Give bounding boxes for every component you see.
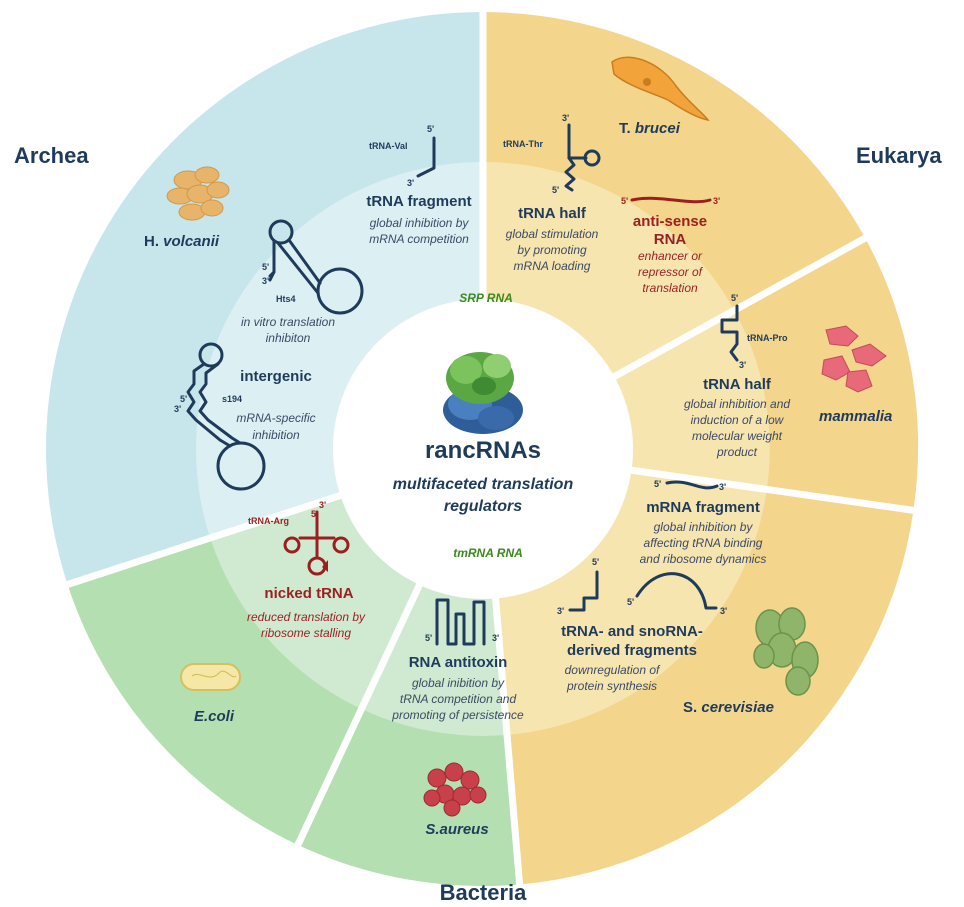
trna-half-thr-title: tRNA half (518, 205, 587, 222)
rna-antitoxin-desc-2: tRNA competition and (400, 692, 517, 706)
intergenic-title: intergenic (240, 368, 312, 385)
center-circle (333, 299, 633, 599)
trna-half-thr-desc-2: by promoting (517, 243, 587, 257)
trna-snorna-3prime-b: 3' (720, 606, 727, 616)
domain-eukarya: Eukarya (856, 143, 942, 168)
trna-val-structure: tRNA-Val 5' 3' (369, 124, 436, 188)
h-volcanii-cells-icon (166, 166, 230, 221)
trna-pro-structure: 5' 3' tRNA-Pro (720, 293, 788, 370)
trna-half-pro-title: tRNA half (703, 376, 772, 393)
nicked-5prime: 5' (311, 509, 318, 519)
trna-fragment-desc-1: global inhibition by (370, 216, 470, 230)
hts4-desc-1: in vitro translation (241, 315, 335, 329)
domain-bacteria: Bacteria (440, 880, 528, 905)
antisense-desc-1: enhancer or (638, 249, 703, 263)
nicked-trna-structure: tRNA-Arg 3' 5' (248, 500, 350, 576)
s194-label: s194 (222, 394, 242, 404)
s-cerevisiae-cells-icon (753, 607, 819, 696)
hts4-5prime: 5' (262, 262, 269, 272)
mammalia-label: mammalia (819, 408, 892, 425)
trna-val-label: tRNA-Val (369, 141, 408, 151)
antisense-5prime: 5' (621, 196, 628, 206)
trna-thr-3prime: 3' (562, 113, 569, 123)
hts4-3prime: 3' (262, 276, 269, 286)
antisense-3prime: 3' (713, 196, 720, 206)
hts4-label: Hts4 (276, 294, 296, 304)
s-aureus-cells-icon (423, 762, 487, 817)
antisense-desc-2: repressor of (638, 265, 704, 279)
trna-pro-3prime: 3' (739, 360, 746, 370)
mammalian-cells-icon (821, 325, 887, 393)
h-volcanii-label: H. volcanii (144, 233, 220, 250)
t-brucei-icon (611, 56, 710, 122)
s-aureus-label: S.aureus (425, 821, 488, 838)
rna-antitoxin-title: RNA antitoxin (409, 654, 508, 671)
trna-snorna-5prime-a: 5' (592, 557, 599, 567)
antisense-title-1: anti-sense (633, 213, 707, 230)
center-title: rancRNAs (425, 437, 541, 464)
e-coli-label: E.coli (194, 708, 235, 725)
e-coli-icon (180, 663, 241, 691)
antitoxin-5prime: 5' (425, 633, 432, 643)
rna-antitoxin-desc-1: global inibition by (412, 676, 505, 690)
mrna-fragment-title: mRNA fragment (646, 499, 760, 516)
hts4-structure: 5' 3' Hts4 (262, 219, 364, 315)
nicked-3prime: 3' (319, 500, 326, 510)
center-subtitle-line2: regulators (444, 498, 522, 515)
domain-archea: Archea (14, 143, 89, 168)
trna-val-5prime: 5' (427, 124, 434, 134)
mrna-fragment-desc-3: and ribosome dynamics (640, 552, 767, 566)
trna-half-thr-desc-3: mRNA loading (514, 259, 591, 273)
trna-half-pro-desc-2: induction of a low (691, 413, 785, 427)
trna-fragment-title: tRNA fragment (366, 193, 471, 210)
trna-half-pro-desc-1: global inhibition and (684, 397, 790, 411)
trna-half-pro-desc-3: molecular weight (692, 429, 783, 443)
center-subtitle-line1: multifaceted translation (393, 476, 574, 493)
mrna-fragment-desc-2: affecting tRNA binding (644, 536, 763, 550)
trna-fragment-desc-2: mRNA competition (369, 232, 469, 246)
trna-snorna-structure: 5' 3' 5' 3' (557, 557, 727, 616)
trna-val-3prime: 3' (407, 178, 414, 188)
rna-antitoxin-desc-3: promoting of persistence (391, 708, 524, 722)
trna-thr-label: tRNA-Thr (503, 139, 543, 149)
trna-snorna-title-1: tRNA- and snoRNA- (561, 623, 703, 640)
trna-pro-label: tRNA-Pro (747, 333, 788, 343)
hts4-desc-2: inhibiton (266, 331, 311, 345)
s194-3prime: 3' (174, 404, 181, 414)
trna-snorna-title-2: derived fragments (567, 642, 697, 659)
mrna-5prime: 5' (654, 479, 661, 489)
antisense-structure: 5' 3' (621, 196, 720, 206)
nicked-trna-title: nicked tRNA (264, 585, 353, 602)
s-cerevisiae-label: S. cerevisiae (683, 699, 774, 716)
trna-thr-structure: tRNA-Thr 3' 5' (503, 113, 601, 195)
trna-half-pro-desc-4: product (716, 445, 758, 459)
trna-snorna-5prime-b: 5' (627, 597, 634, 607)
srp-rna-label: SRP RNA (459, 291, 513, 305)
nicked-trna-desc-1: reduced translation by (247, 610, 366, 624)
antisense-title-2: RNA (654, 231, 687, 248)
trna-pro-5prime: 5' (731, 293, 738, 303)
antitoxin-3prime: 3' (492, 633, 499, 643)
intergenic-desc-1: mRNA-specific (236, 411, 315, 425)
t-brucei-label: T. brucei (619, 120, 681, 137)
s194-5prime: 5' (180, 394, 187, 404)
rna-antitoxin-structure: 5' 3' (425, 598, 499, 646)
trna-arg-label: tRNA-Arg (248, 516, 289, 526)
trna-half-thr-desc-1: global stimulation (506, 227, 599, 241)
mrna-fragment-structure: 5' 3' (654, 479, 726, 492)
intergenic-desc-2: inhibition (252, 428, 300, 442)
trna-snorna-3prime-a: 3' (557, 606, 564, 616)
s194-structure: 5' 3' s194 (174, 342, 266, 491)
tmrna-label: tmRNA RNA (453, 546, 523, 560)
nicked-trna-desc-2: ribosome stalling (261, 626, 351, 640)
trna-snorna-desc-1: downregulation of (565, 663, 661, 677)
trna-snorna-desc-2: protein synthesis (566, 679, 657, 693)
mrna-fragment-desc-1: global inhibition by (654, 520, 754, 534)
ribosome-icon (443, 352, 523, 434)
mrna-3prime: 3' (719, 482, 726, 492)
antisense-desc-3: translation (642, 281, 698, 295)
trna-thr-5prime: 5' (552, 185, 559, 195)
